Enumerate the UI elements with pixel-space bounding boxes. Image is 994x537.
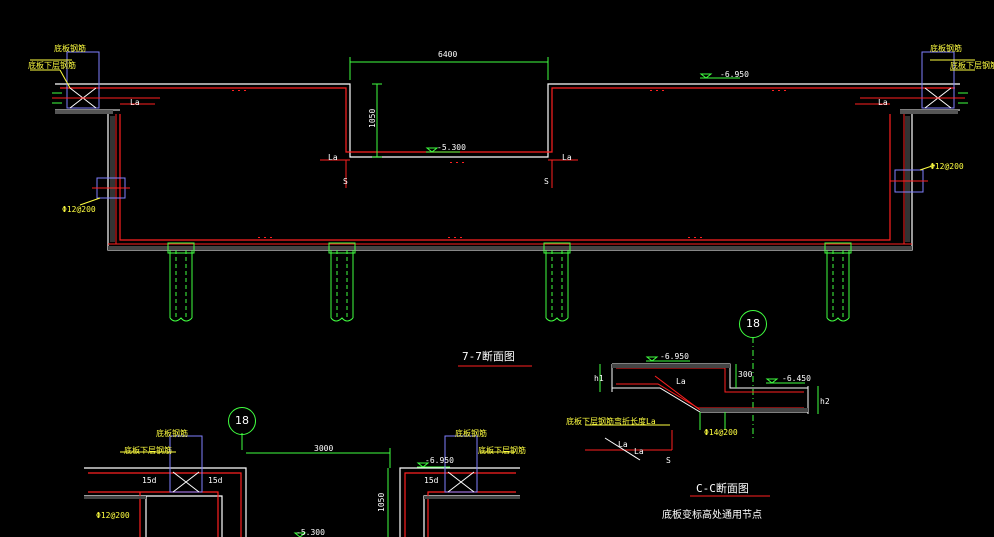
axis-marker-b: 18 (228, 407, 256, 435)
dim-bottom-width: 3000 (314, 444, 334, 453)
axis-marker-a: 18 (739, 310, 767, 338)
pile-4 (824, 242, 852, 322)
pile-2 (328, 242, 356, 322)
tag-300: 300 (738, 370, 753, 379)
level-cc-left: -6.950 (660, 352, 689, 361)
section-cc-detail (599, 363, 819, 430)
top-left-detail (30, 51, 160, 109)
wall-joint-left (79, 177, 130, 206)
section-mark-right: S (544, 177, 549, 186)
la-markers (120, 103, 890, 188)
level-bottom-right: -6.950 (425, 456, 454, 465)
dot-marks (232, 90, 786, 238)
elevation-marks (293, 73, 805, 537)
la-pit-right: La (562, 153, 572, 162)
note-cc-side: Φ14@200 (704, 428, 738, 437)
wall-joint-right (890, 164, 936, 193)
section-77-title: 7-7断面图 (462, 350, 515, 363)
note-bot-right-a: 底板钢筋 (455, 429, 487, 438)
dim-top-depth: 1050 (368, 108, 377, 128)
section-mark-cc: S (666, 456, 671, 465)
dim-bottom-depth: 1050 (377, 492, 386, 512)
note-top-right-a: 底板钢筋 (930, 44, 962, 53)
note-cc: 底板下层钢筋弯折长度La (566, 417, 656, 426)
tag-h1: h1 (594, 374, 604, 383)
section-bottom-details (120, 435, 515, 537)
axis-leaders (241, 337, 754, 450)
section-cc-subtitle: 底板变标高处通用节点 (662, 510, 762, 521)
tag-h2: h2 (820, 397, 830, 406)
section-77-piles (167, 242, 852, 322)
note-top-left-b: 底板下层钢筋 (28, 61, 76, 70)
note-wall-left: Φ12@200 (62, 205, 96, 214)
level-top-right: -6.950 (720, 70, 749, 79)
tag-15d-mid: 15d (208, 476, 223, 485)
level-pit-bottom: -5.300 (437, 143, 466, 152)
note-top-right-b: 底板下层钢筋 (950, 61, 994, 70)
section-mark-left: S (343, 177, 348, 186)
tag-15d-left: 15d (142, 476, 157, 485)
la-top-right: La (878, 98, 888, 107)
top-right-detail (860, 51, 975, 109)
la-cc-b: La (618, 440, 628, 449)
note-top-left-a: 底板钢筋 (54, 44, 86, 53)
pile-1 (167, 242, 195, 322)
level-bottom-pit: -5.300 (296, 528, 325, 537)
note-bot-left-b: 底板下层钢筋 (124, 446, 172, 455)
la-pit-left: La (328, 153, 338, 162)
note-wall-right: Φ12@200 (930, 162, 964, 171)
section-cc-anchorage (585, 424, 673, 461)
la-top-left: La (130, 98, 140, 107)
note-bot-left-c: Φ12@200 (96, 511, 130, 520)
dim-top-width: 6400 (438, 50, 458, 59)
tag-15d-right: 15d (424, 476, 439, 485)
section-77-outline (55, 83, 960, 251)
note-bot-right-b: 底板下层钢筋 (478, 446, 526, 455)
pile-3 (543, 242, 571, 322)
section-cc-title: C-C断面图 (696, 482, 749, 495)
level-cc-right: -6.450 (782, 374, 811, 383)
note-bot-left-a: 底板钢筋 (156, 429, 188, 438)
section-bottom-outline (84, 467, 520, 537)
section-77-pit (349, 57, 549, 158)
la-cc-a: La (676, 377, 686, 386)
la-cc-c: La (634, 447, 644, 456)
